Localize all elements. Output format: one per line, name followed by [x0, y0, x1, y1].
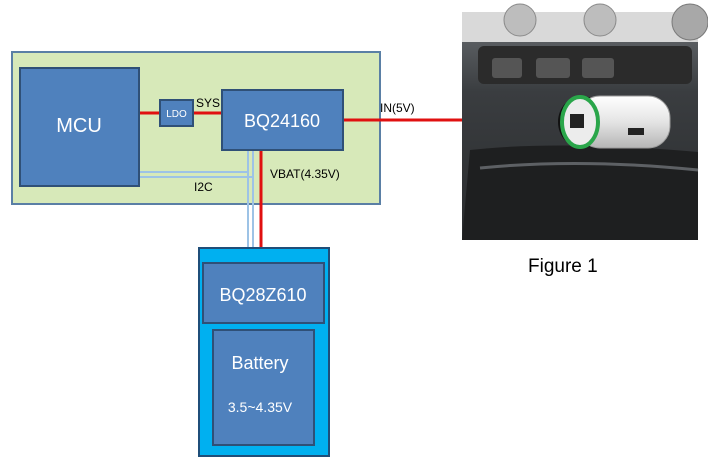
charger-label: BQ24160 — [244, 111, 320, 131]
vbat-signal-label: VBAT(4.35V) — [270, 167, 340, 181]
ldo-label: LDO — [166, 109, 187, 120]
i2c-bus-vertical — [247, 150, 254, 248]
battery-voltage-range: 3.5~4.35V — [228, 399, 293, 415]
ldo-block — [159, 99, 194, 127]
battery-label: Battery — [231, 353, 288, 373]
car-charger-photo — [462, 3, 708, 240]
i2c-signal-label: I2C — [194, 180, 213, 194]
i2c-bus-mcu-charger — [139, 171, 253, 178]
battery-cell-block — [212, 329, 315, 446]
gauge-block — [202, 262, 325, 324]
charger-block — [221, 89, 344, 151]
mcu-block — [19, 67, 140, 187]
figure-caption: Figure 1 — [528, 256, 598, 277]
input-signal-label: IN(5V) — [380, 101, 415, 115]
sys-signal-label: SYS — [196, 96, 220, 110]
mcu-label: MCU — [56, 115, 102, 137]
gauge-label: BQ28Z610 — [219, 285, 306, 305]
